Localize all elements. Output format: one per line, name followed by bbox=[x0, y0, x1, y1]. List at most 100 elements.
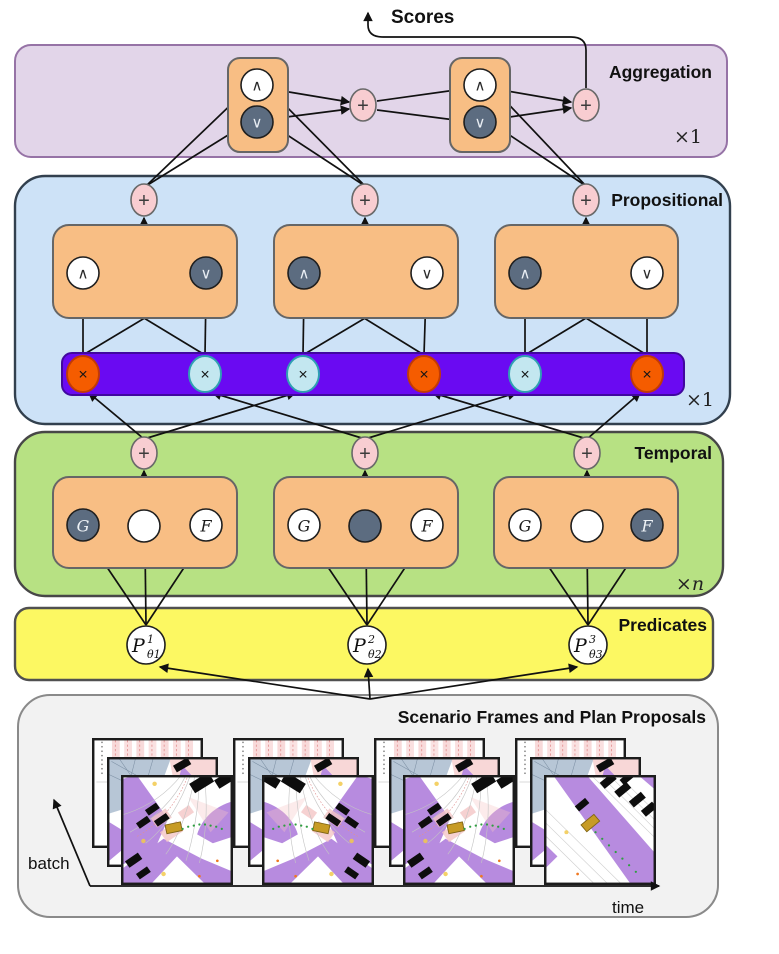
plus-icon: + bbox=[581, 443, 593, 465]
times-node-cyan bbox=[508, 355, 542, 393]
predicate-node-2 bbox=[347, 625, 387, 665]
or-icon: ∨ bbox=[475, 115, 486, 132]
and-icon: ∧ bbox=[520, 266, 531, 283]
plus-icon: + bbox=[138, 190, 150, 212]
times-icon: × bbox=[200, 367, 209, 384]
and-node bbox=[287, 256, 321, 290]
sum-node bbox=[351, 436, 379, 470]
propositional-group-3 bbox=[494, 224, 679, 319]
temporal-multiplicity: ×n bbox=[676, 573, 704, 595]
or-node bbox=[410, 256, 444, 290]
times-icon: × bbox=[298, 367, 307, 384]
time-axis-label: time bbox=[612, 898, 644, 917]
times-icon: × bbox=[520, 367, 529, 384]
or-node bbox=[463, 105, 497, 139]
sum-node bbox=[130, 183, 158, 217]
or-icon: ∨ bbox=[422, 266, 433, 283]
plus-icon: + bbox=[138, 443, 150, 465]
arrows-scenario-to-predicates bbox=[158, 663, 579, 700]
batch-axis-arrow bbox=[52, 798, 91, 887]
scenario-stacks bbox=[92, 738, 656, 885]
temporal-nodes: + + + G F G F G F bbox=[52, 436, 679, 569]
and-icon: ∧ bbox=[299, 266, 310, 283]
times-icon: × bbox=[78, 367, 87, 384]
aggregation-multiplicity: ×1 bbox=[674, 126, 702, 148]
times-icon: × bbox=[642, 367, 651, 384]
batch-axis-label: batch bbox=[28, 854, 70, 873]
finally-node bbox=[410, 508, 444, 542]
scores-output-arrow bbox=[363, 11, 587, 88]
or-node bbox=[630, 256, 664, 290]
finally-icon: F bbox=[199, 517, 212, 536]
finally-icon: F bbox=[640, 517, 653, 536]
plus-icon: + bbox=[580, 95, 592, 117]
propositional-label: Propositional bbox=[611, 190, 723, 210]
globally-icon: G bbox=[519, 517, 532, 536]
scores-label: Scores bbox=[391, 7, 454, 28]
identity-node bbox=[348, 509, 382, 543]
times-nodes: × × × × × × bbox=[66, 355, 664, 393]
and-node bbox=[66, 256, 100, 290]
sum-node bbox=[573, 436, 601, 470]
scenario-label: Scenario Frames and Plan Proposals bbox=[398, 707, 707, 727]
plus-icon: + bbox=[580, 190, 592, 212]
predicates-label: Predicates bbox=[618, 615, 707, 635]
and-icon: ∧ bbox=[252, 78, 263, 95]
propositional-multiplicity: ×1 bbox=[686, 389, 714, 411]
plus-icon: + bbox=[359, 190, 371, 212]
scenario-frame bbox=[403, 775, 515, 885]
or-node bbox=[240, 105, 274, 139]
finally-icon: F bbox=[420, 517, 433, 536]
temporal-label: Temporal bbox=[635, 443, 712, 463]
times-node-cyan bbox=[188, 355, 222, 393]
and-node bbox=[508, 256, 542, 290]
or-icon: ∨ bbox=[201, 266, 212, 283]
predicate-node-1 bbox=[126, 625, 166, 665]
and-icon: ∧ bbox=[78, 266, 89, 283]
finally-node bbox=[189, 508, 223, 542]
aggregation-nodes: ∧ ∨ ∧ ∨ + + bbox=[227, 57, 600, 153]
scenario-axes: batch time bbox=[28, 798, 661, 917]
sum-node bbox=[349, 88, 377, 122]
and-icon: ∧ bbox=[475, 78, 486, 95]
scenario-frame bbox=[544, 775, 656, 885]
predicate-node-3 bbox=[568, 625, 608, 665]
times-icon: × bbox=[419, 367, 428, 384]
globally-node bbox=[287, 508, 321, 542]
globally-node bbox=[508, 508, 542, 542]
sum-node bbox=[351, 183, 379, 217]
scenario-stack bbox=[515, 738, 656, 885]
aggregation-label: Aggregation bbox=[609, 62, 712, 82]
propositional-nodes: + + + ∧ ∨ ∧ ∨ ∧ ∨ × × × × × bbox=[52, 183, 685, 396]
propositional-group-2 bbox=[273, 224, 459, 319]
arrows-temporal-to-bar bbox=[87, 390, 642, 440]
times-node-orange bbox=[407, 355, 441, 393]
sum-node bbox=[130, 436, 158, 470]
plus-icon: + bbox=[359, 443, 371, 465]
finally-node bbox=[630, 508, 664, 542]
scenario-frame bbox=[262, 775, 374, 885]
literal-bar bbox=[61, 352, 685, 396]
identity-node bbox=[570, 509, 604, 543]
sum-node bbox=[572, 183, 600, 217]
scenario-stack bbox=[92, 738, 233, 885]
or-icon: ∨ bbox=[252, 115, 263, 132]
scenario-frame bbox=[121, 775, 233, 885]
globally-icon: G bbox=[298, 517, 311, 536]
or-node bbox=[189, 256, 223, 290]
plus-icon: + bbox=[357, 95, 369, 117]
and-node bbox=[463, 68, 497, 102]
globally-icon: G bbox=[77, 517, 90, 536]
times-node-orange bbox=[630, 355, 664, 393]
globally-node bbox=[66, 508, 100, 542]
or-icon: ∨ bbox=[642, 266, 653, 283]
sum-node bbox=[572, 88, 600, 122]
scenario-stack bbox=[374, 738, 515, 885]
times-node-orange bbox=[66, 355, 100, 393]
